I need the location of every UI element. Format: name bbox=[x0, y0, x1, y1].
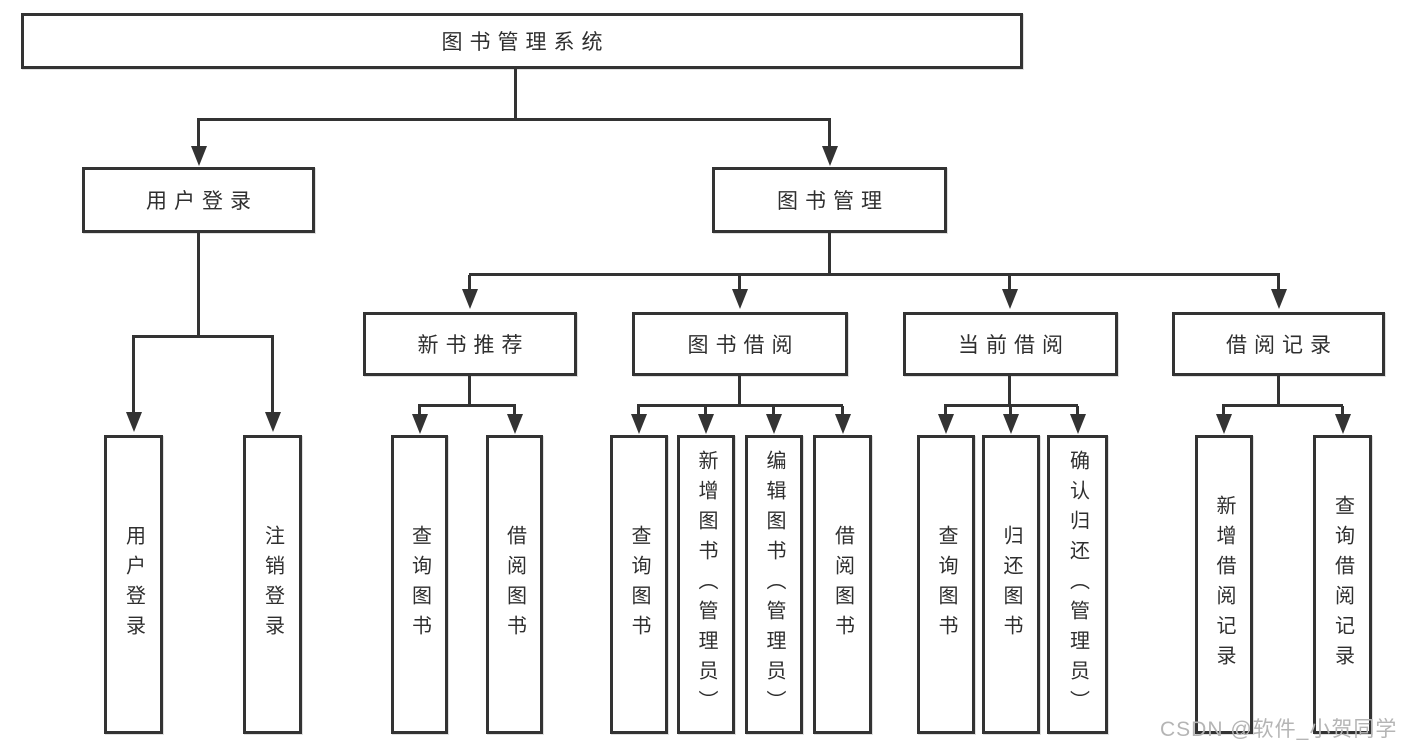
connector-user-login-stem bbox=[197, 233, 200, 337]
leaf-label: 新增图书（管理员） bbox=[695, 449, 717, 720]
leaf-label: 借阅图书 bbox=[831, 524, 854, 645]
arrow-down-icon bbox=[841, 406, 844, 414]
connector-new-book-bar bbox=[418, 404, 516, 407]
arrow-down-icon bbox=[271, 337, 274, 412]
node-label: 借阅记录 bbox=[1226, 334, 1338, 357]
leaf-add-books-admin: 新增图书（管理员） bbox=[677, 435, 735, 734]
arrow-down-icon bbox=[1009, 406, 1012, 414]
node-book-borrowing: 图书借阅 bbox=[632, 312, 848, 376]
connector-new-book-stem bbox=[468, 376, 471, 406]
arrow-down-icon bbox=[197, 120, 200, 146]
node-label: 图书管理 bbox=[777, 190, 889, 213]
leaf-confirm-return-admin: 确认归还（管理员） bbox=[1047, 435, 1108, 734]
arrow-down-icon bbox=[944, 406, 947, 414]
connector-book-borrowing-stem bbox=[738, 376, 741, 406]
connector-user-login-bar bbox=[132, 335, 274, 338]
leaf-edit-books-admin: 编辑图书（管理员） bbox=[745, 435, 803, 734]
leaf-query-borrow-record: 查询借阅记录 bbox=[1313, 435, 1372, 734]
node-new-book-recommend: 新书推荐 bbox=[363, 312, 577, 376]
arrow-down-icon bbox=[772, 406, 775, 414]
arrow-down-icon bbox=[738, 275, 741, 289]
node-current-borrowing: 当前借阅 bbox=[903, 312, 1118, 376]
leaf-label: 查询借阅记录 bbox=[1331, 494, 1354, 675]
leaf-borrow-books-recommend: 借阅图书 bbox=[486, 435, 543, 734]
arrow-down-icon bbox=[828, 120, 831, 146]
node-label: 用户登录 bbox=[146, 190, 258, 213]
leaf-label: 新增借阅记录 bbox=[1213, 494, 1235, 675]
node-label: 当前借阅 bbox=[958, 334, 1070, 357]
leaf-user-login: 用户登录 bbox=[104, 435, 163, 734]
arrow-down-icon bbox=[1341, 406, 1344, 414]
connector-book-management-bar bbox=[469, 273, 1280, 276]
leaf-add-borrow-record: 新增借阅记录 bbox=[1195, 435, 1253, 734]
leaf-label: 注销登录 bbox=[261, 524, 284, 645]
arrow-down-icon bbox=[513, 406, 516, 414]
node-label: 新书推荐 bbox=[417, 334, 530, 357]
arrow-down-icon bbox=[1008, 275, 1011, 289]
leaf-label: 确认归还（管理员） bbox=[1066, 449, 1089, 720]
leaf-return-books: 归还图书 bbox=[982, 435, 1040, 734]
node-book-management: 图书管理 bbox=[712, 167, 947, 233]
leaf-label: 查询图书 bbox=[935, 524, 957, 645]
connector-root-stem bbox=[514, 69, 517, 121]
csdn-watermark: CSDN @软件_小贺同学 bbox=[1160, 718, 1398, 741]
leaf-label: 查询图书 bbox=[628, 524, 650, 645]
leaf-label: 用户登录 bbox=[122, 524, 145, 645]
node-user-login: 用户登录 bbox=[82, 167, 315, 233]
node-label: 图书管理系统 bbox=[441, 31, 610, 54]
arrow-down-icon bbox=[1277, 275, 1280, 289]
connector-current-borrowing-stem bbox=[1008, 376, 1011, 406]
connector-root-bar bbox=[197, 118, 831, 121]
arrow-down-icon bbox=[1222, 406, 1225, 414]
leaf-query-books-recommend: 查询图书 bbox=[391, 435, 448, 734]
leaf-logout: 注销登录 bbox=[243, 435, 302, 734]
leaf-query-books-current: 查询图书 bbox=[917, 435, 975, 734]
arrow-down-icon bbox=[132, 337, 135, 412]
node-borrowing-records: 借阅记录 bbox=[1172, 312, 1385, 376]
connector-book-management-stem bbox=[828, 233, 831, 275]
arrow-down-icon bbox=[468, 275, 471, 289]
leaf-label: 编辑图书（管理员） bbox=[763, 449, 785, 720]
leaf-label: 归还图书 bbox=[1000, 524, 1022, 645]
node-label: 图书借阅 bbox=[687, 334, 800, 357]
node-library-management-system: 图书管理系统 bbox=[21, 13, 1023, 69]
connector-book-borrowing-bar bbox=[637, 404, 843, 407]
arrow-down-icon bbox=[418, 406, 421, 414]
arrow-down-icon bbox=[637, 406, 640, 414]
leaf-query-books-borrowing: 查询图书 bbox=[610, 435, 668, 734]
arrow-down-icon bbox=[704, 406, 707, 414]
connector-borrowing-records-bar bbox=[1222, 404, 1343, 407]
leaf-label: 借阅图书 bbox=[503, 524, 526, 645]
arrow-down-icon bbox=[1076, 406, 1079, 414]
leaf-borrow-books-borrowing: 借阅图书 bbox=[813, 435, 872, 734]
connector-borrowing-records-stem bbox=[1277, 376, 1280, 406]
leaf-label: 查询图书 bbox=[408, 524, 431, 645]
